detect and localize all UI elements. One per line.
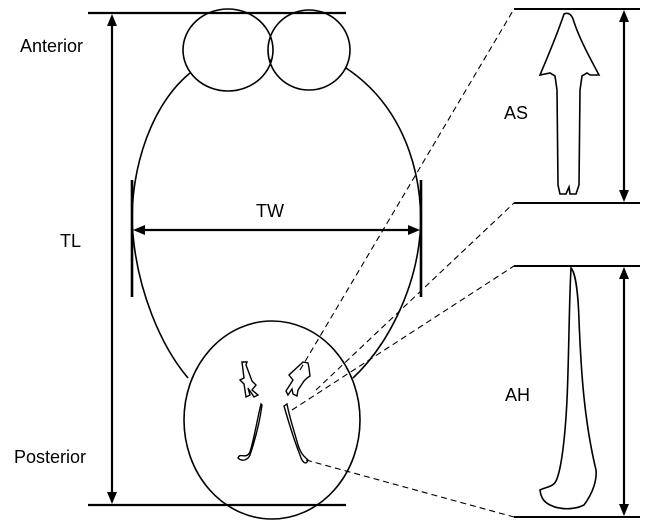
- tw-arrow-left: [133, 225, 145, 235]
- total-length-label: TL: [60, 231, 82, 251]
- callout-ah-bottom: [305, 459, 515, 518]
- tl-arrow-up: [107, 14, 117, 26]
- small-anchor-spike-left: [238, 361, 260, 399]
- anchor-spike-label: AS: [504, 103, 529, 123]
- anchor-hook-label: AH: [505, 385, 531, 405]
- as-arrow-up: [619, 10, 629, 22]
- anchor-spike-shape: [538, 12, 601, 195]
- posterior-disc: [183, 320, 361, 520]
- ah-arrow-up: [619, 267, 629, 279]
- worm-body: [131, 8, 422, 520]
- total-width-label: TW: [256, 201, 284, 221]
- ah-arrow-down: [619, 504, 629, 516]
- anchor-hook-shape: [539, 266, 597, 510]
- tl-measure: [88, 11, 346, 507]
- small-anchor-spike-right: [285, 361, 311, 398]
- small-anchor-hook-right: [283, 402, 309, 464]
- callout-ah-top: [291, 265, 515, 411]
- callout-as-bottom: [315, 202, 515, 391]
- as-arrow-down: [619, 190, 629, 202]
- callout-as-top: [299, 8, 515, 371]
- tw-arrow-right: [408, 225, 420, 235]
- anterior-label: Anterior: [20, 36, 84, 56]
- tl-arrow-down: [107, 492, 117, 504]
- callout-lines: [291, 8, 515, 518]
- head-lobe-left: [182, 8, 274, 92]
- posterior-label: Posterior: [14, 447, 87, 467]
- anchor-hook-detail: [514, 265, 640, 518]
- small-anchors: [237, 361, 311, 464]
- head-lobe-right: [267, 9, 351, 91]
- small-anchor-hook-left: [237, 402, 263, 461]
- tw-measure: [130, 180, 423, 297]
- anchor-spike-detail: [514, 8, 640, 204]
